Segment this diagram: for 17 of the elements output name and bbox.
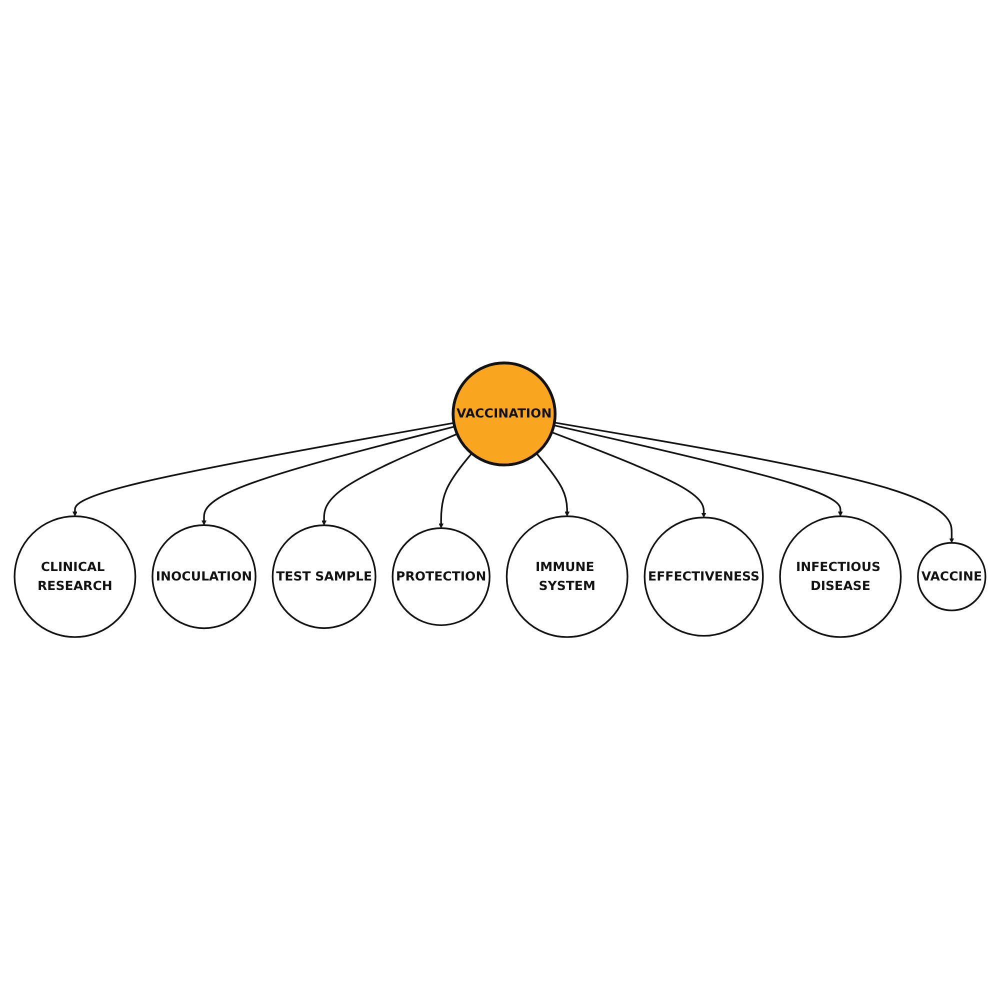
arrow xyxy=(536,452,570,516)
node-circle: CLINICAL RESEARCH xyxy=(14,515,136,638)
node-circle: TEST SAMPLE xyxy=(272,524,376,629)
arrow xyxy=(322,433,458,526)
arrow xyxy=(202,426,455,526)
node-circle: INOCULATION xyxy=(152,524,256,630)
node-circle: INFECTIOUS DISEASE xyxy=(779,515,902,638)
arrow xyxy=(551,431,706,518)
arrow xyxy=(554,422,954,544)
arrow xyxy=(554,424,843,516)
node-circle: VACCINATION xyxy=(452,362,557,466)
node-circle: VACCINE xyxy=(917,542,986,612)
arrow xyxy=(438,452,472,528)
arrow xyxy=(72,422,454,516)
node-circle: EFFECTIVENESS xyxy=(644,516,764,637)
node-circle: PROTECTION xyxy=(392,527,490,626)
node-circle: IMMUNE SYSTEM xyxy=(506,515,628,638)
